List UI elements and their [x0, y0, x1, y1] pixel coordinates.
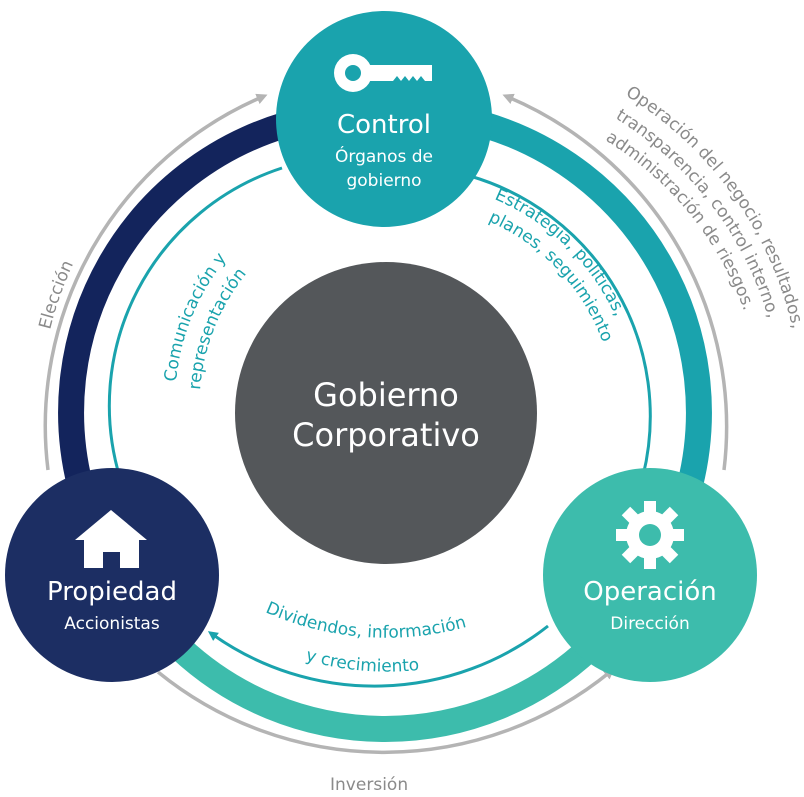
election-arrow [43, 93, 268, 471]
control-subtitle-line2: gobierno [346, 171, 421, 191]
gear-icon [616, 501, 684, 569]
center-title-line2: Corporativo [292, 416, 480, 454]
navy-ring-segment [58, 112, 289, 489]
control-node: Control Órganos de gobierno [276, 11, 492, 227]
operacion-title: Operación [583, 577, 717, 607]
propiedad-subtitle: Accionistas [64, 614, 160, 634]
operation-results-arrow [502, 93, 729, 471]
mint-ring-segment [171, 638, 599, 742]
operacion-node: Operación Dirección [543, 468, 757, 682]
operacion-subtitle: Dirección [610, 614, 689, 634]
control-subtitle-line1: Órganos de [335, 145, 433, 167]
communication-arrow [107, 166, 283, 483]
house-icon [75, 510, 147, 568]
dividends-label-line1-path: Dividendos, información [263, 598, 468, 643]
strategy-arrow [469, 174, 652, 481]
investment-label: Inversión [330, 775, 408, 795]
teal-ring-segment [481, 112, 712, 489]
center-circle [235, 262, 537, 564]
dividends-arrow [207, 624, 549, 688]
dividends-label-line2-path: y crecimiento [304, 646, 420, 677]
dividends-label-line2: y crecimiento [304, 646, 420, 677]
investment-arrow [156, 668, 615, 755]
propiedad-title: Propiedad [47, 577, 177, 607]
propiedad-node: Propiedad Accionistas [5, 468, 219, 682]
center-title-line1: Gobierno [313, 376, 459, 414]
control-title: Control [337, 110, 431, 140]
investment-label-path: Inversión [330, 775, 408, 795]
dividends-label-line1: Dividendos, información [263, 598, 468, 643]
key-icon [334, 54, 432, 92]
